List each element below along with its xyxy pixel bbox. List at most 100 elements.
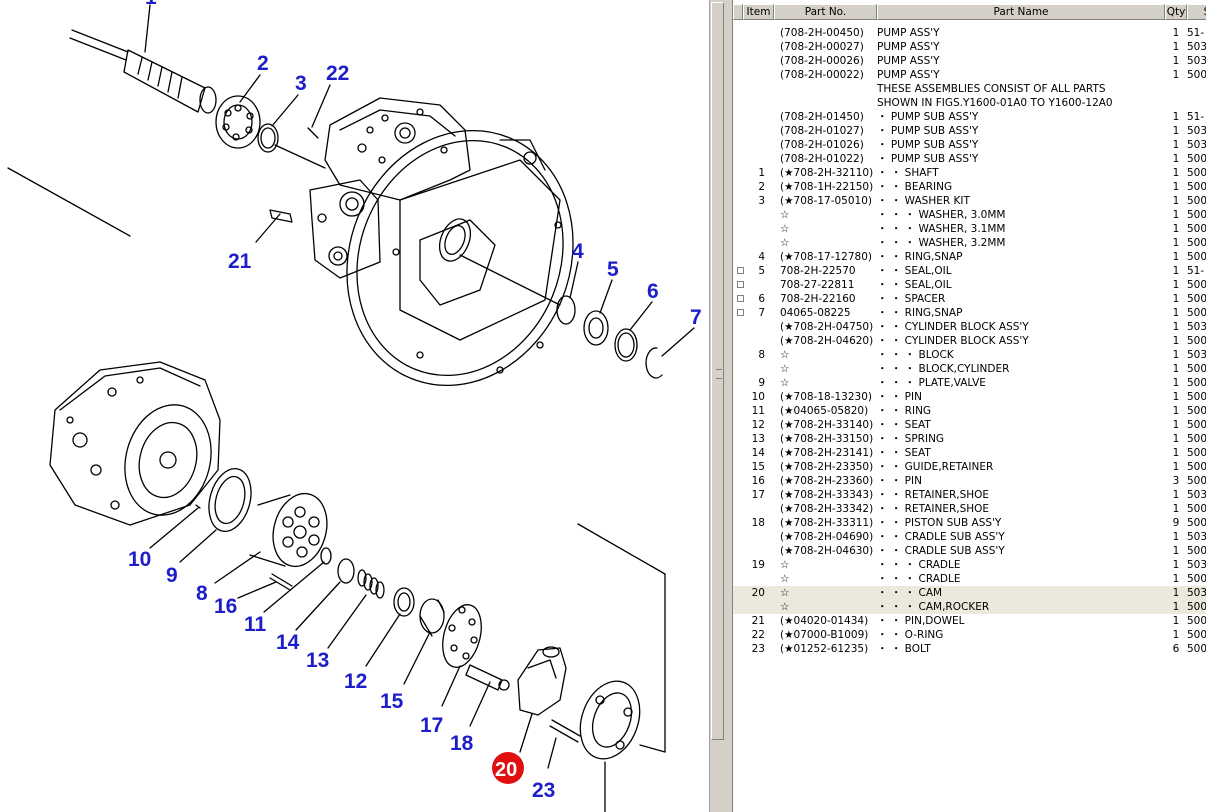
row-qty: 6 <box>1172 643 1180 655</box>
row-item-number: 6 <box>758 293 765 305</box>
callout-5: 5 <box>607 258 619 281</box>
header-qty[interactable]: Qty <box>1165 4 1187 20</box>
row-part-number: ☆ <box>780 573 790 585</box>
diagram-vertical-scrollbar[interactable] <box>709 0 725 812</box>
callout-3: 3 <box>295 72 307 95</box>
header-s[interactable]: S <box>1187 4 1206 20</box>
row-qty: 1 <box>1172 41 1180 53</box>
row-part-name: PUMP ASS'Y <box>877 41 940 53</box>
callout-6: 6 <box>647 280 659 303</box>
row-qty: 1 <box>1172 69 1180 81</box>
row-serial: 500 <box>1187 209 1206 221</box>
header-item[interactable]: Item <box>743 4 774 20</box>
row-part-name: ・ ・ CYLINDER BLOCK ASS'Y <box>877 335 1029 347</box>
row-item-number <box>743 96 774 110</box>
row-part-name: ・ ・ ・ CRADLE <box>877 559 961 571</box>
row-checkbox <box>733 488 743 502</box>
row-part-number: ☆ <box>780 349 790 361</box>
row-part-name: ・ ・ SEAT <box>877 447 931 459</box>
table-row[interactable]: SHOWN IN FIGS.Y1600-01A0 TO Y1600-12A0 <box>733 96 1206 110</box>
row-serial <box>1187 96 1206 110</box>
header-part-name[interactable]: Part Name <box>877 4 1165 20</box>
row-qty: 1 <box>1172 615 1180 627</box>
row-part-number: (★708-2H-04750) <box>780 321 874 333</box>
row-qty: 1 <box>1172 293 1180 305</box>
row-serial: 500 <box>1187 643 1206 655</box>
row-checkbox[interactable] <box>733 306 744 320</box>
row-part-name: ・ PUMP SUB ASS'Y <box>877 111 979 123</box>
callout-22: 22 <box>326 62 349 85</box>
callout-2: 2 <box>257 52 269 75</box>
row-serial: 500 <box>1187 601 1206 613</box>
row-serial: 500 <box>1187 419 1206 431</box>
scrollbar-thumb[interactable] <box>711 2 724 740</box>
row-qty: 1 <box>1172 405 1180 417</box>
parts-list-grid[interactable]: Item Part No. Part Name Qty S (708-2H-00… <box>733 0 1206 812</box>
row-serial: 51- <box>1187 265 1205 277</box>
row-item-number: 20 <box>751 587 765 599</box>
row-checkbox[interactable] <box>733 292 744 306</box>
row-checkbox[interactable] <box>733 264 744 278</box>
callout-11: 11 <box>244 613 267 636</box>
exploded-diagram-pane[interactable]: 1 2 3 22 21 4 5 6 7 10 9 8 16 11 14 13 1… <box>0 0 708 812</box>
row-checkbox[interactable] <box>733 278 744 292</box>
header-check[interactable] <box>733 4 743 20</box>
pane-splitter[interactable] <box>725 0 733 812</box>
row-part-name: ・ ・ RING,SNAP <box>877 307 963 319</box>
row-qty: 1 <box>1172 27 1180 39</box>
row-qty: 1 <box>1172 377 1180 389</box>
row-checkbox <box>733 558 743 572</box>
callout-labels: 1 2 3 22 21 4 5 6 7 10 9 8 16 11 14 13 1… <box>128 0 702 802</box>
table-row[interactable]: THESE ASSEMBLIES CONSIST OF ALL PARTS <box>733 82 1206 96</box>
callout-18: 18 <box>450 732 474 755</box>
row-part-number: 708-27-22811 <box>780 279 855 291</box>
header-part-no[interactable]: Part No. <box>774 4 877 20</box>
row-qty: 1 <box>1172 265 1180 277</box>
callout-17: 17 <box>420 714 443 737</box>
row-part-name: ・ PUMP SUB ASS'Y <box>877 125 979 137</box>
